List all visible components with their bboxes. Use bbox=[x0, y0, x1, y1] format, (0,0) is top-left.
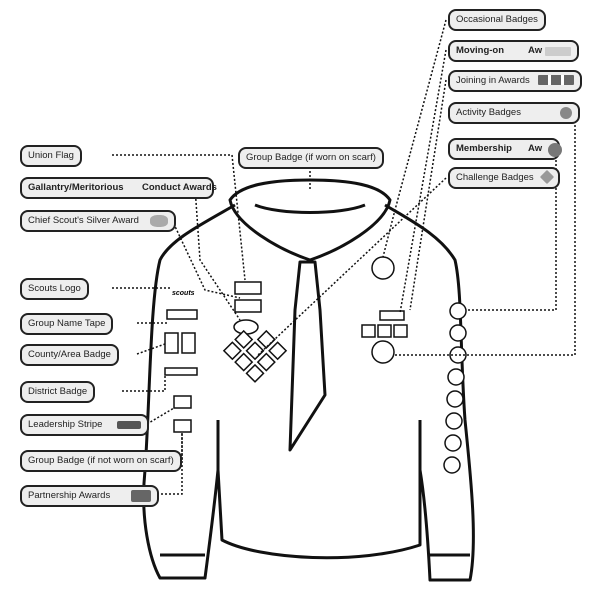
partnership-icon bbox=[131, 490, 151, 502]
label-chief-scout-award: Chief Scout's Silver Award bbox=[20, 210, 176, 232]
membership-icon bbox=[548, 143, 562, 157]
label-group-badge-scarf: Group Badge (if worn on scarf) bbox=[238, 147, 384, 169]
chief-scout-text: Chief Scout's Silver Award bbox=[28, 215, 139, 226]
label-activity-badges: Activity Badges bbox=[448, 102, 580, 124]
label-county-badge: County/Area Badge bbox=[20, 344, 119, 366]
membership-text: Membership bbox=[456, 143, 512, 154]
shirt-outline bbox=[142, 178, 475, 582]
moving-on-text-2: Aw bbox=[528, 45, 543, 56]
membership-text-2: Aw bbox=[528, 143, 543, 154]
activity-text: Activity Badges bbox=[456, 107, 521, 118]
joining-in-icon bbox=[538, 75, 574, 85]
label-joining-in: Joining in Awards bbox=[448, 70, 582, 92]
leader-lines bbox=[112, 19, 576, 495]
moving-on-text: Moving-on bbox=[456, 45, 505, 56]
label-gallantry: Gallantry/Meritorious Conduct Awards bbox=[20, 177, 217, 199]
partnership-text: Partnership Awards bbox=[28, 490, 111, 501]
activity-badge-icon bbox=[560, 107, 572, 119]
label-group-name-tape: Group Name Tape bbox=[20, 313, 114, 335]
label-membership: Membership Aw bbox=[448, 138, 562, 160]
leadership-text: Leadership Stripe bbox=[28, 419, 103, 430]
award-icon bbox=[150, 215, 168, 227]
label-occasional-badges: Occasional Badges bbox=[448, 9, 546, 31]
stripe-icon bbox=[117, 421, 141, 429]
challenge-text: Challenge Badges bbox=[456, 172, 534, 183]
gallantry-text: Gallantry/Meritorious bbox=[28, 182, 124, 193]
gallantry-text-2: Conduct Awards bbox=[142, 182, 217, 193]
label-challenge-badges: Challenge Badges bbox=[448, 167, 560, 189]
label-scouts-logo: Scouts Logo bbox=[20, 278, 89, 300]
joining-in-text: Joining in Awards bbox=[456, 75, 530, 86]
label-union-flag: Union Flag bbox=[20, 145, 82, 167]
badge-placeholders bbox=[164, 256, 467, 474]
label-leadership-stripe: Leadership Stripe bbox=[20, 414, 149, 436]
label-partnership-awards: Partnership Awards bbox=[20, 485, 159, 507]
scouts-logo: scouts bbox=[172, 290, 195, 297]
moving-on-icon bbox=[545, 47, 571, 56]
label-district-badge: District Badge bbox=[20, 381, 96, 403]
label-group-badge-not-scarf: Group Badge (if not worn on scarf) bbox=[20, 450, 182, 472]
challenge-badge-icon bbox=[539, 169, 555, 185]
label-moving-on: Moving-on Aw bbox=[448, 40, 579, 62]
